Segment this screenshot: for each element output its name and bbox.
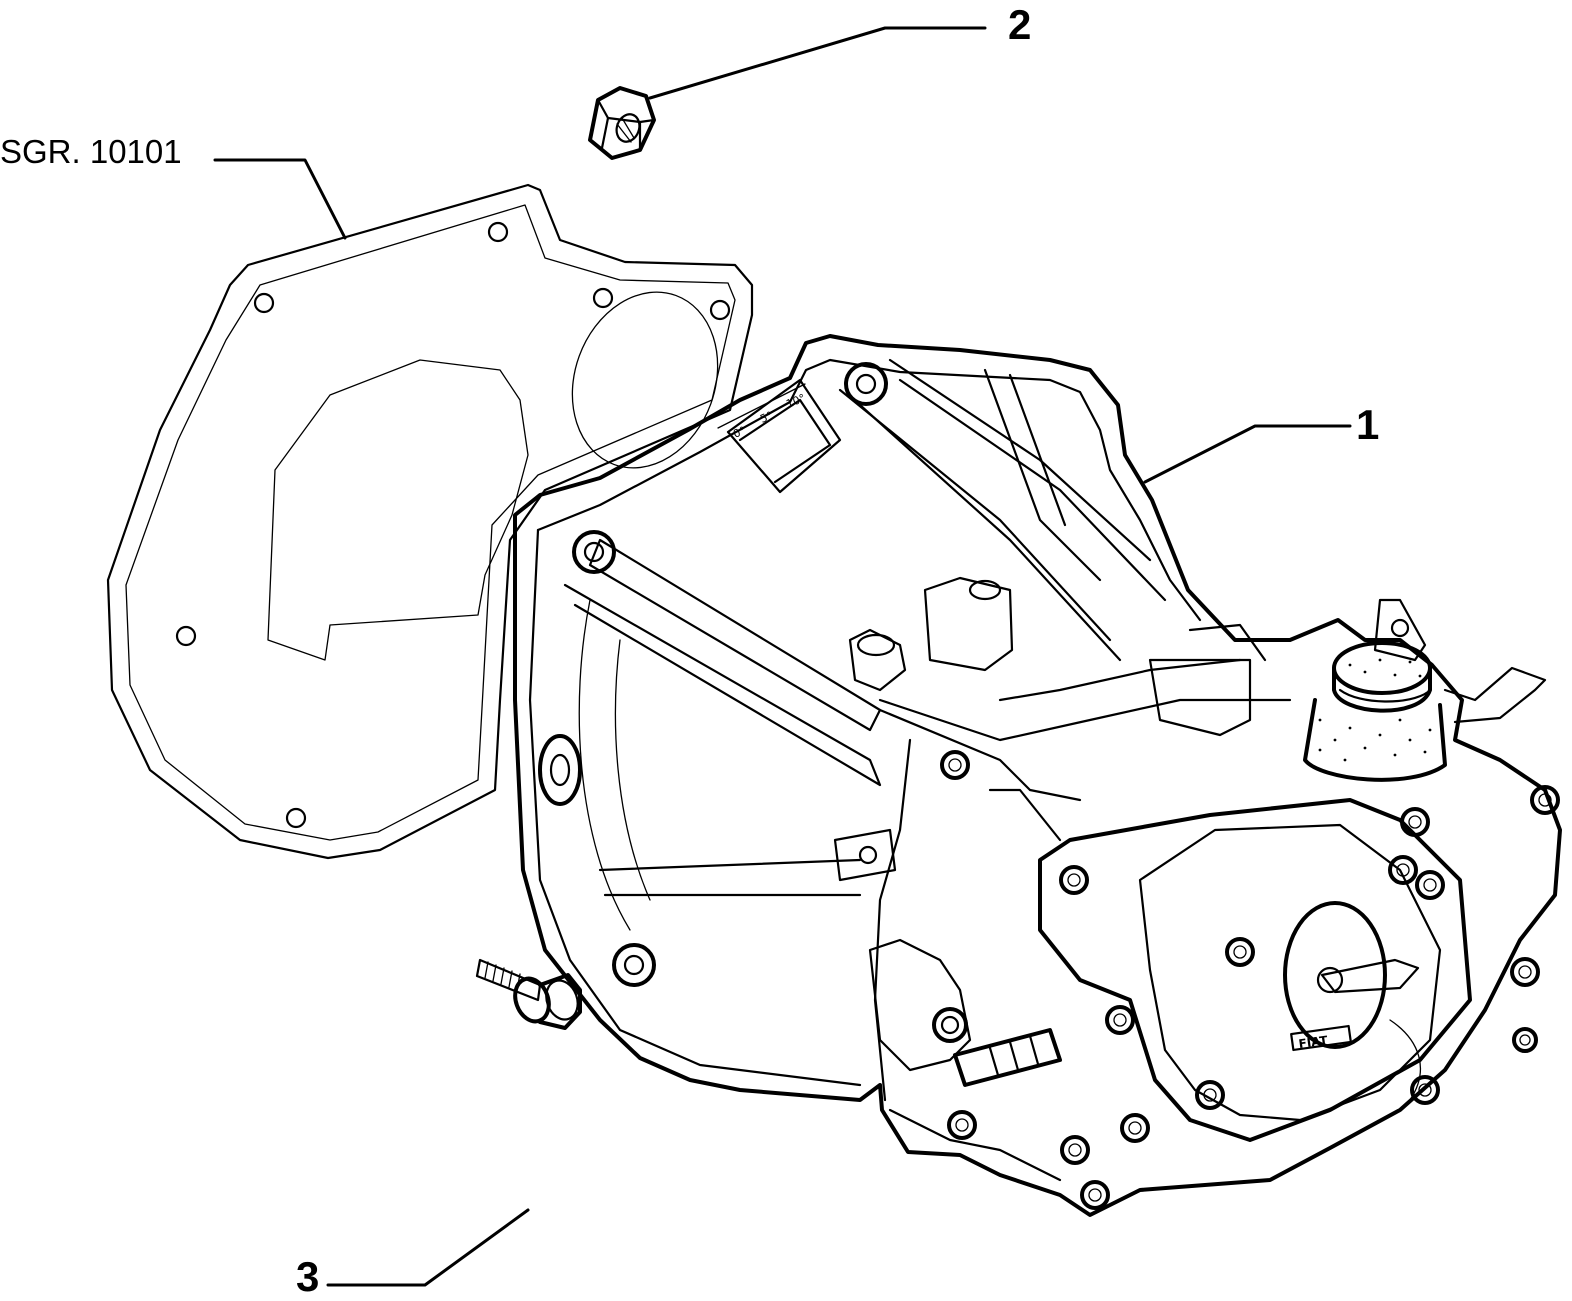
leader-line-3 [326,1208,530,1287]
housing-logo: FIAT [1298,1033,1330,1051]
gearbox-housing-part-1: 0° 5° 10° [513,334,1562,1217]
scale-mark-0: 0° [731,424,747,441]
gasket-plate [106,183,754,860]
leader-line-reference [213,158,347,240]
callout-part-3: 3 [296,1253,320,1300]
housing-bolts [932,750,1560,1210]
speckle-texture [1318,658,1432,762]
hex-nut-part-2 [588,86,656,160]
leader-line-2 [648,26,987,100]
bolt-part-3 [475,958,582,1030]
callout-part-2: 2 [1008,1,1032,48]
leader-lines [213,26,1352,1287]
leader-line-1 [1143,424,1352,484]
callout-reference: SGR. 10101 [0,133,182,170]
scale-mark-10: 10° [784,391,807,410]
scale-mark-5: 5° [758,409,774,426]
callout-part-1: 1 [1356,401,1380,448]
